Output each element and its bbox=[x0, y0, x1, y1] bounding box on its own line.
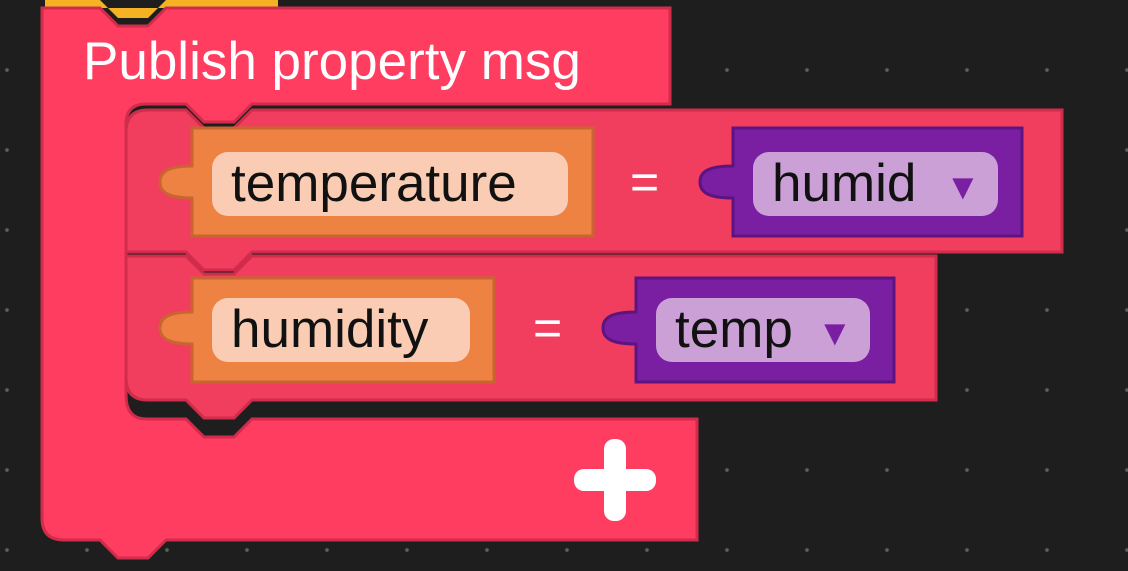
variable-label-2: temp bbox=[675, 300, 793, 359]
plus-icon-vertical bbox=[604, 439, 626, 521]
previous-block-edge[interactable] bbox=[45, 0, 278, 18]
variable-label-1: humid bbox=[772, 154, 917, 213]
block-title: Publish property msg bbox=[83, 32, 581, 91]
plus-icon[interactable] bbox=[574, 439, 656, 521]
dropdown-arrow-icon: ▼ bbox=[817, 312, 853, 353]
property-field-2[interactable]: humidity bbox=[212, 298, 470, 362]
equals-sign-2: = bbox=[533, 300, 563, 356]
property-label-2: humidity bbox=[231, 300, 429, 359]
property-label-1: temperature bbox=[231, 154, 517, 213]
publish-block-body[interactable] bbox=[40, 6, 699, 560]
equals-sign-1: = bbox=[630, 154, 660, 210]
dropdown-arrow-icon: ▼ bbox=[945, 166, 981, 207]
variable-dropdown-2[interactable]: temp ▼ bbox=[656, 298, 870, 362]
property-field-1[interactable]: temperature bbox=[212, 152, 568, 216]
variable-dropdown-1[interactable]: humid ▼ bbox=[753, 152, 998, 216]
